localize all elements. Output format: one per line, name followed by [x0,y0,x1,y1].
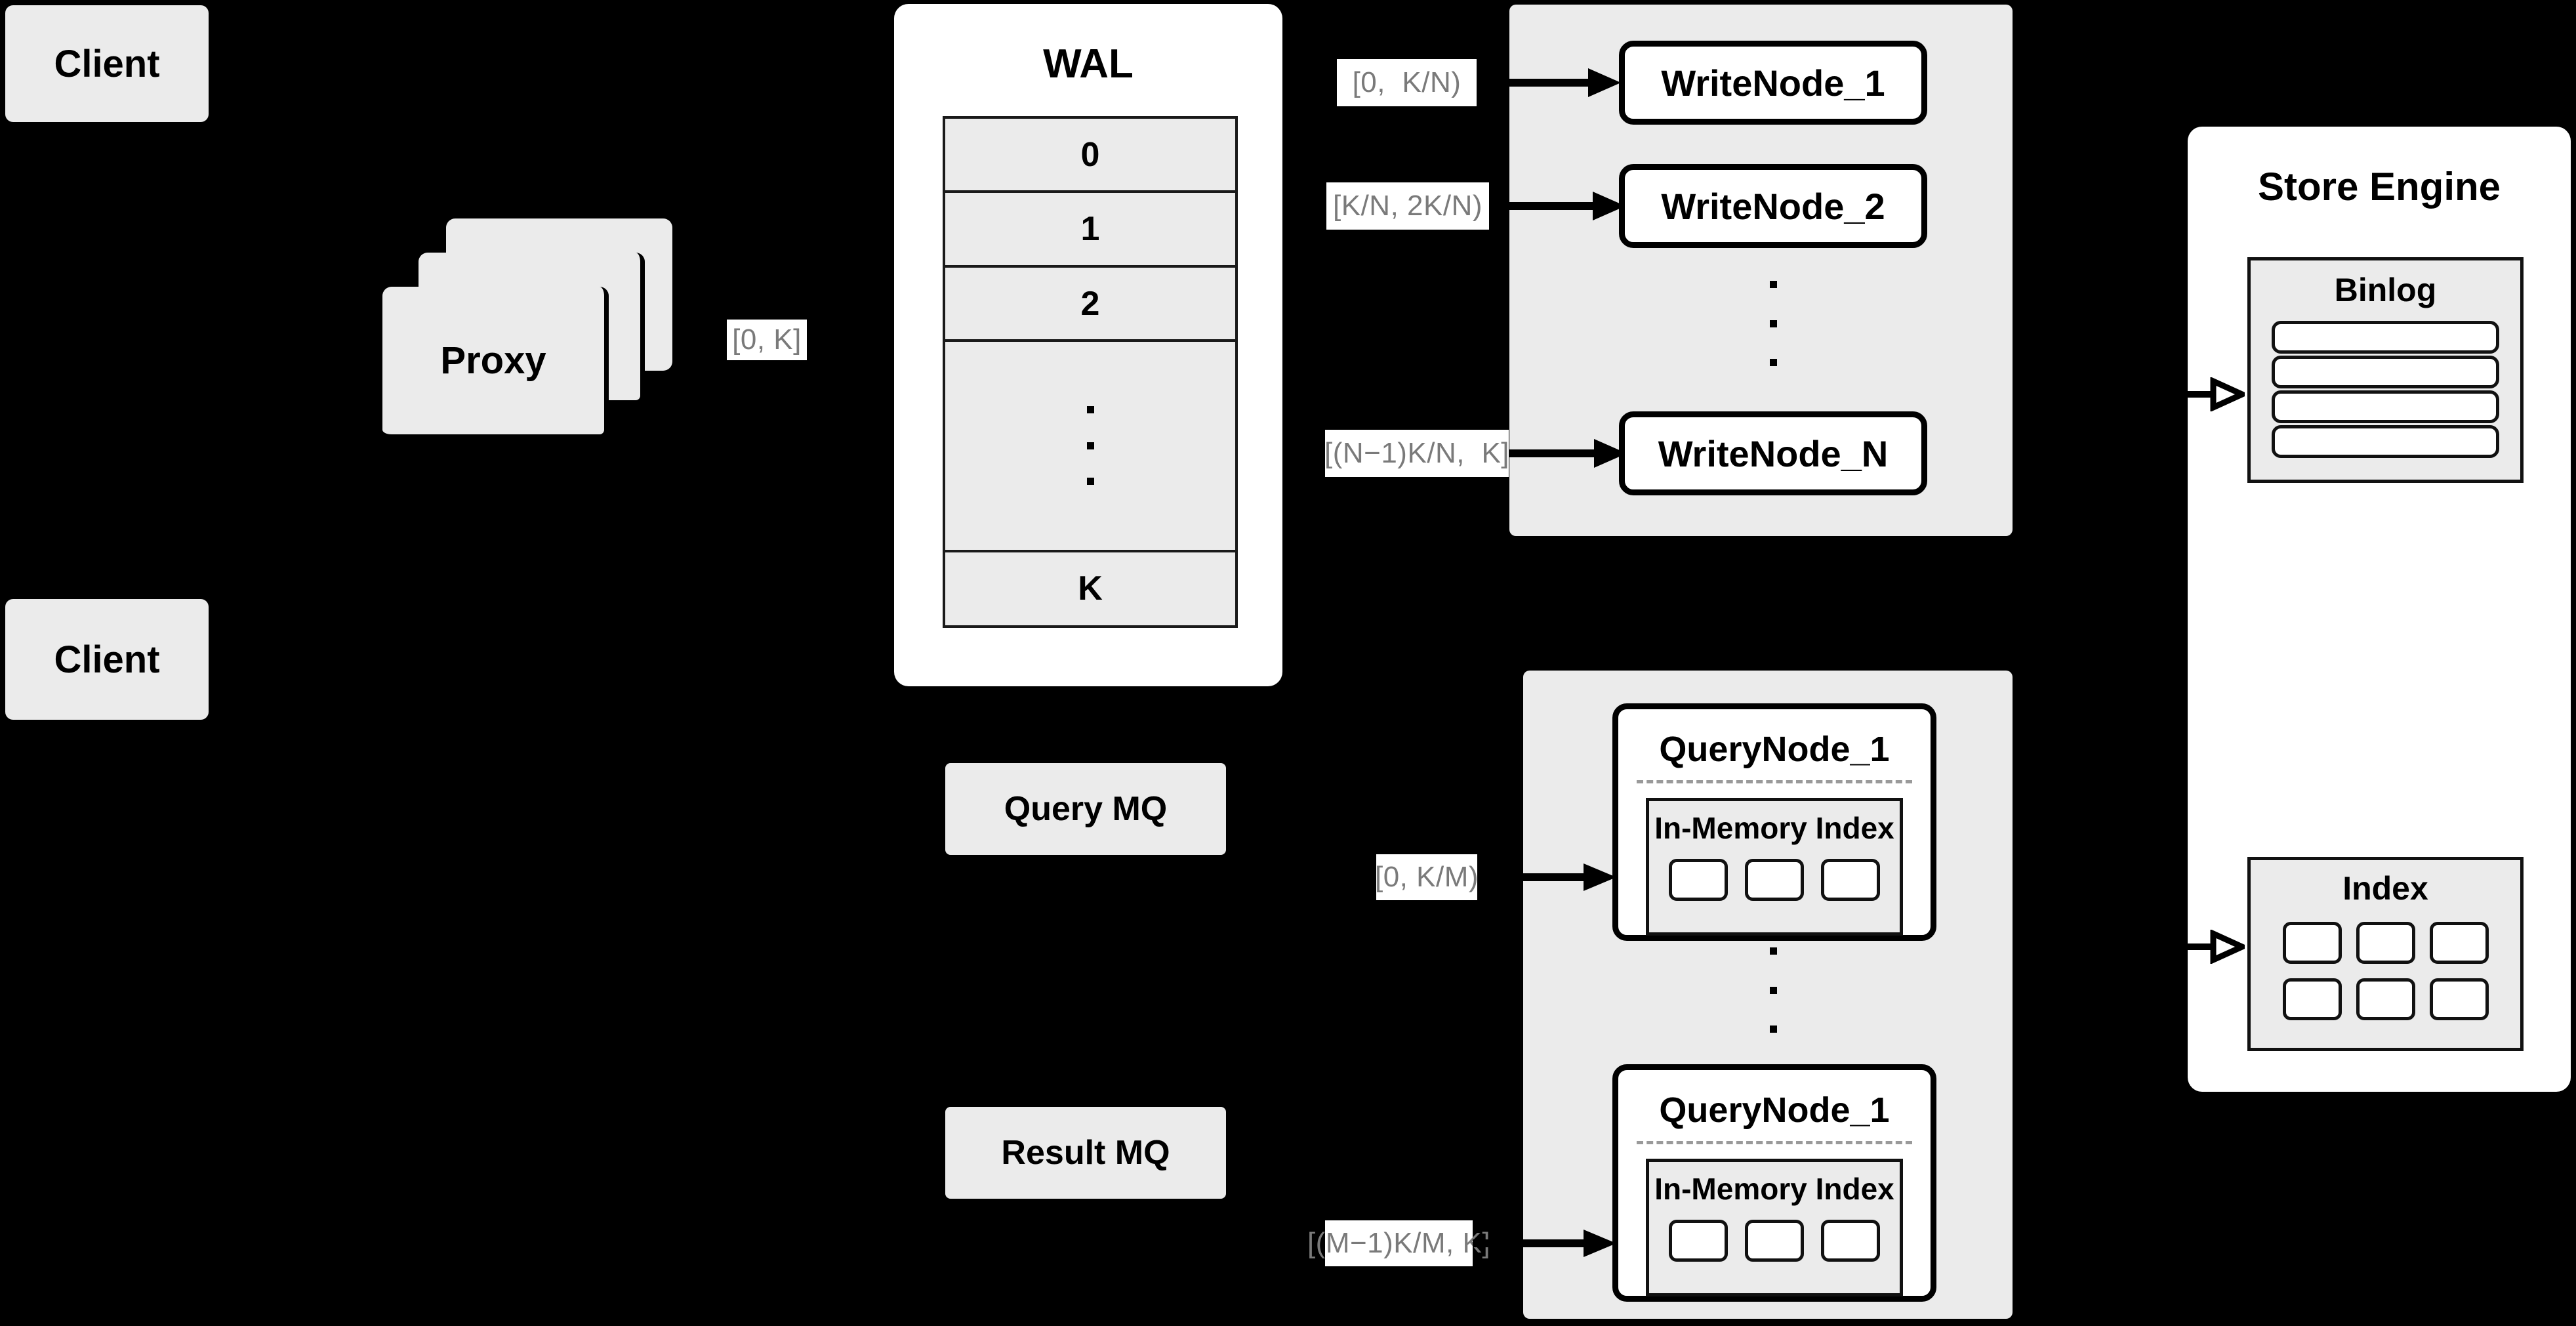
proxy-label: Proxy [440,339,546,382]
query-node-divider [1637,780,1912,783]
index-cell[interactable] [1745,1220,1804,1262]
index-cell[interactable] [1745,859,1804,901]
query-mq-box[interactable]: Query MQ [945,763,1226,855]
arrow-to-querynode-1 [1477,863,1616,891]
index-cell-row-2 [2251,978,2520,1020]
wal-entry-ellipsis [945,342,1235,552]
wal-entry[interactable]: 0 [945,119,1235,194]
wal-entry[interactable]: 2 [945,267,1235,342]
index-cell[interactable] [2429,922,2489,964]
write-cluster-ellipsis-icon [1770,281,1777,366]
index-cell[interactable] [2356,922,2415,964]
in-memory-index-title: In-Memory Index [1654,1172,1894,1206]
write-node-n[interactable]: WriteNode_N [1619,411,1927,495]
client-box-1[interactable]: Client [5,5,209,122]
query-node-1[interactable]: QueryNode_1 In-Memory Index [1612,703,1936,941]
index-cell-row-1 [2251,922,2520,964]
binlog-row[interactable] [2272,321,2499,354]
arrow-to-writenode-n [1509,439,1627,468]
arrow-to-index [2186,930,2245,964]
client-label: Client [54,638,160,681]
in-memory-index-title: In-Memory Index [1654,811,1894,845]
query-range-label-1: [0, K/M) [1375,854,1479,900]
index-cell[interactable] [2282,922,2342,964]
store-engine-title: Store Engine [2257,165,2501,209]
client-box-2[interactable]: Client [5,599,209,720]
write-range-label-2: [K/N, 2K/N) [1326,182,1489,230]
wal-entry-list: 0 1 2 K [943,116,1238,628]
index-box: Index [2247,857,2524,1051]
index-cell[interactable] [1669,859,1728,901]
index-cell[interactable] [1821,859,1880,901]
index-cell[interactable] [2356,978,2415,1020]
arrow-to-writenode-1 [1477,68,1621,97]
wal-title: WAL [1043,41,1134,87]
arrow-to-binlog [2186,377,2245,411]
proxy-box[interactable]: Proxy [382,287,609,439]
index-cell[interactable] [1669,1220,1728,1262]
query-range-label-m: [(M−1)K/M, K] [1307,1220,1490,1266]
query-node-divider [1637,1141,1912,1144]
index-title: Index [2342,870,2428,907]
query-node-title: QueryNode_1 [1659,730,1890,769]
wal-entry[interactable]: 1 [945,193,1235,268]
proxy-range-label: [0, K] [727,320,807,360]
arrow-to-querynode-m [1473,1230,1616,1257]
binlog-rows [2272,321,2499,458]
client-label: Client [54,42,160,85]
query-cluster-ellipsis-icon [1770,947,1777,1033]
result-mq-box[interactable]: Result MQ [945,1107,1226,1199]
binlog-row[interactable] [2272,356,2499,388]
query-node-title: QueryNode_1 [1659,1090,1890,1130]
binlog-title: Binlog [2334,272,2437,308]
binlog-row[interactable] [2272,425,2499,458]
write-range-label-1: [0, K/N) [1337,59,1477,106]
index-cell[interactable] [2429,978,2489,1020]
arrow-to-writenode-2 [1489,192,1625,220]
write-node-2[interactable]: WriteNode_2 [1619,164,1927,248]
vertical-ellipsis-icon [1086,406,1094,486]
query-node-m[interactable]: QueryNode_1 In-Memory Index [1612,1064,1936,1302]
in-memory-index-1: In-Memory Index [1646,798,1903,936]
wal-entry[interactable]: K [945,552,1235,625]
in-memory-index-cells [1649,859,1900,901]
in-memory-index-m: In-Memory Index [1646,1159,1903,1296]
write-node-1[interactable]: WriteNode_1 [1619,41,1927,125]
binlog-box: Binlog [2247,257,2524,483]
index-cell[interactable] [1821,1220,1880,1262]
write-range-label-n: [(N−1)K/N, K] [1324,430,1509,477]
binlog-row[interactable] [2272,390,2499,423]
in-memory-index-cells [1649,1220,1900,1262]
index-cell[interactable] [2282,978,2342,1020]
